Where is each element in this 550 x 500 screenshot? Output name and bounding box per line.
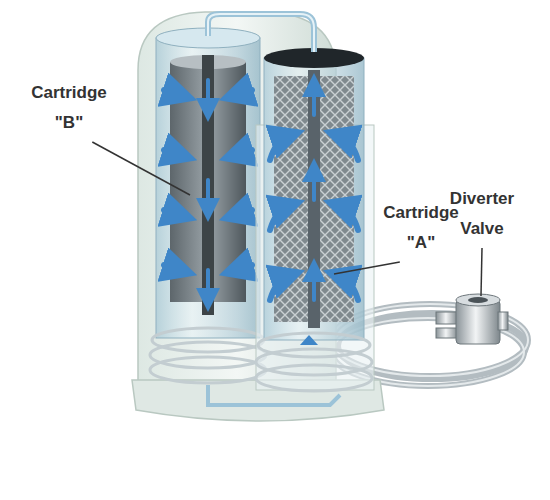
leader-line (334, 262, 400, 274)
part-label: Cartridge "B" (16, 78, 122, 138)
leader-line (481, 248, 482, 296)
part-label: Diverter Valve (438, 184, 526, 244)
leader-line (92, 142, 190, 195)
